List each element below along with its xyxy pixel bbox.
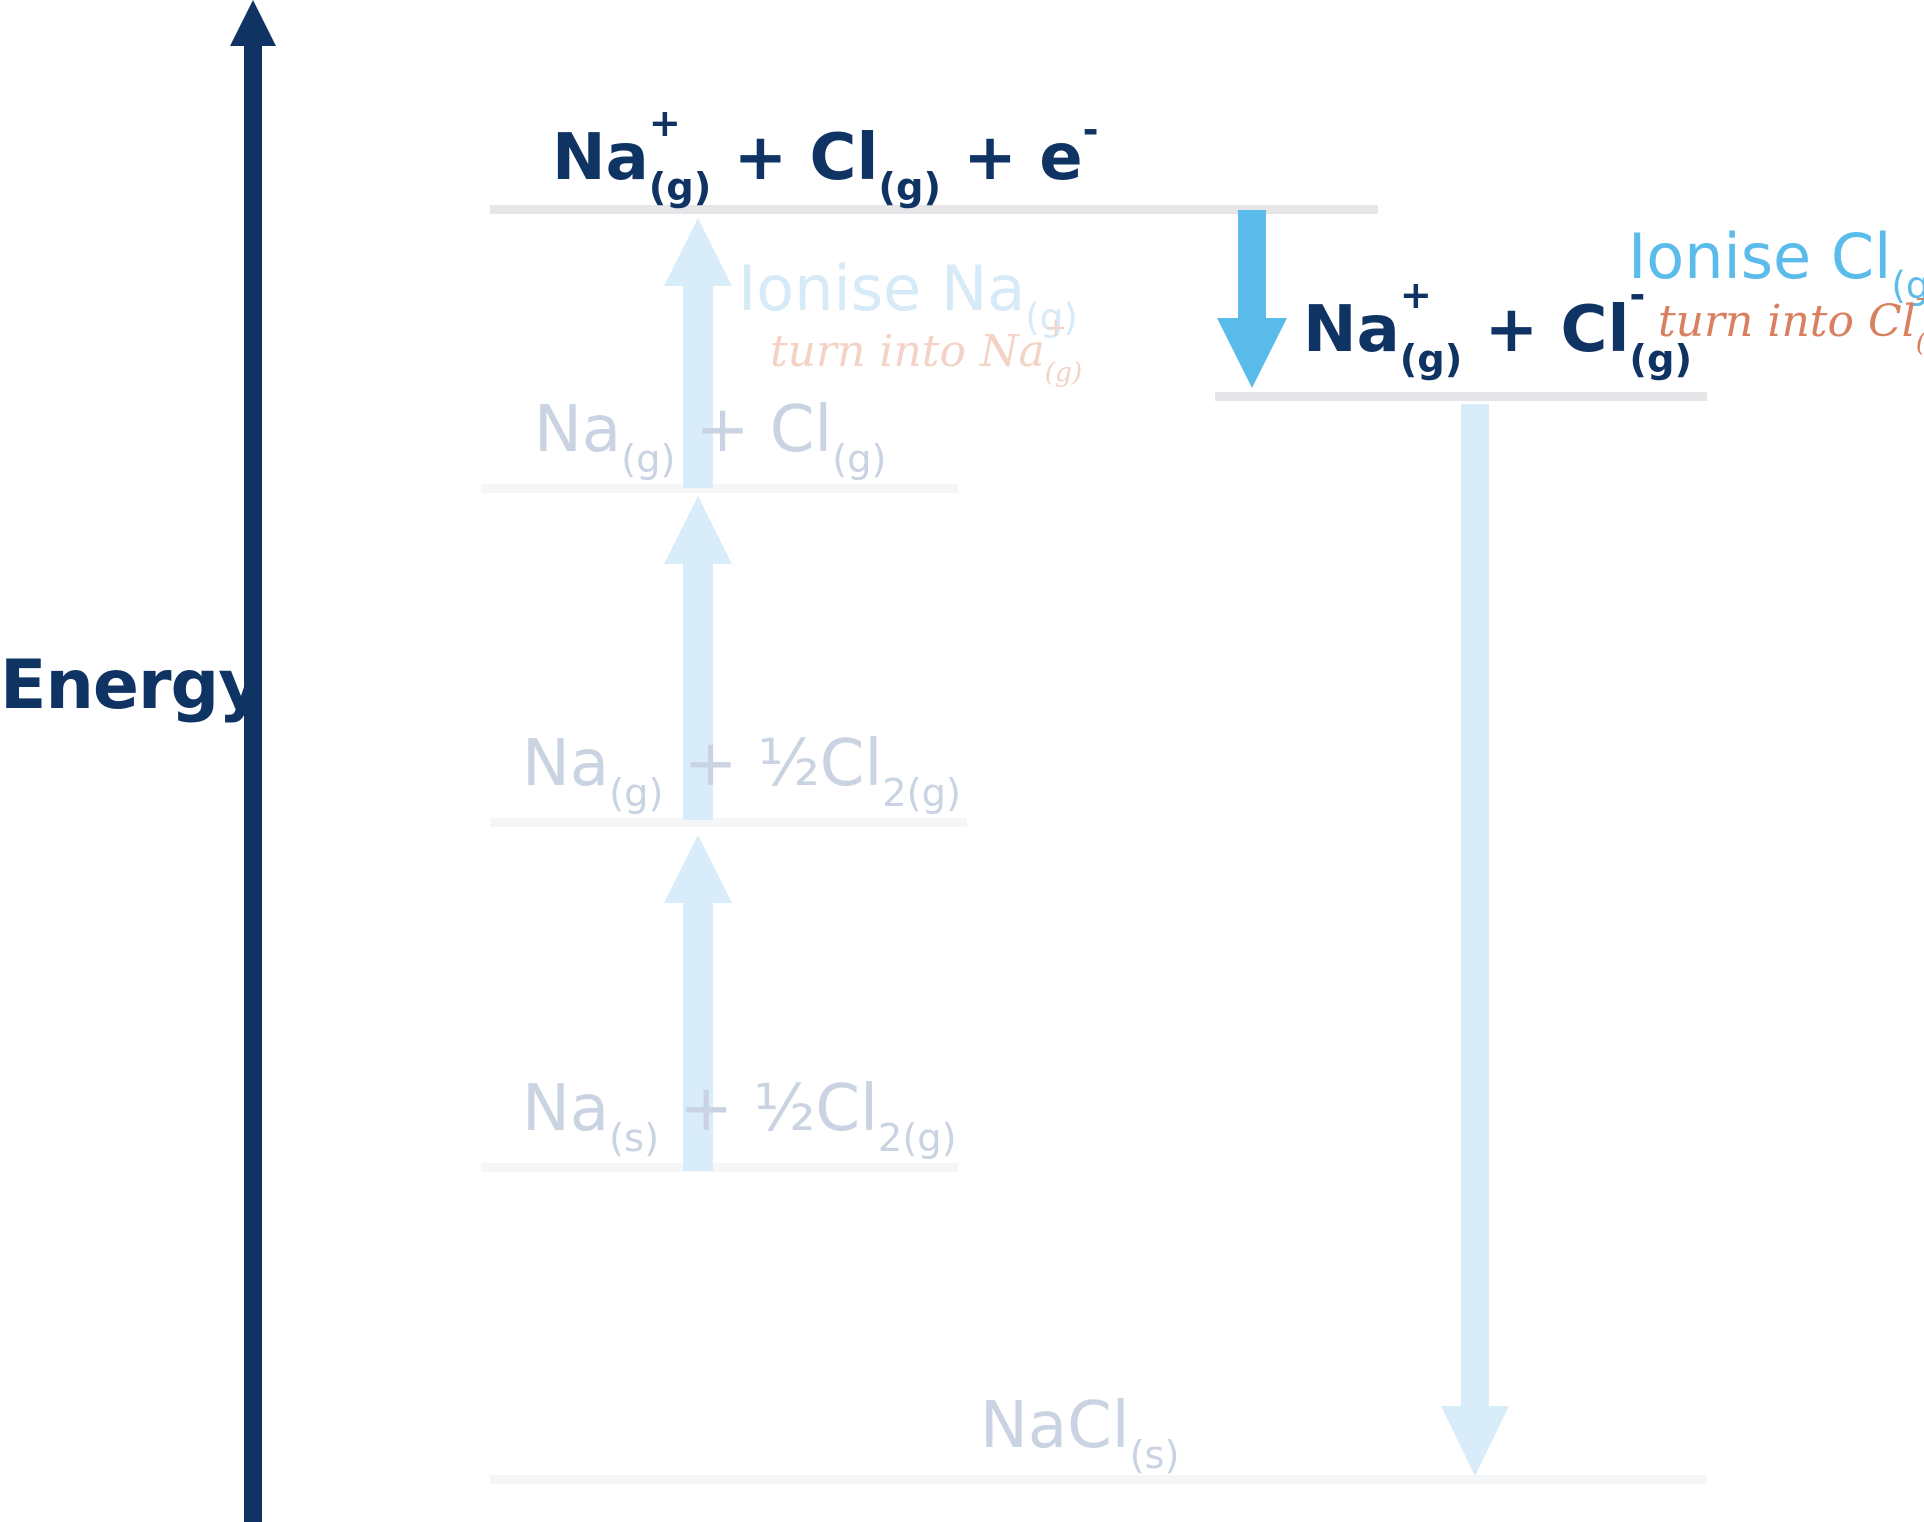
species-nacl: NaCl: [980, 1389, 1130, 1463]
level-label-product: NaCl(s): [980, 1394, 1180, 1475]
step-caption-ionise-cl: turn into Cl- (g): [1658, 285, 1924, 356]
ionise-cl-shaft: [1238, 210, 1266, 318]
charge-minus: -: [1915, 282, 1924, 314]
level-line-top: [490, 205, 1378, 214]
atomise-cl-shaft: [683, 564, 713, 820]
state-g: (g): [902, 1116, 957, 1162]
state-s: (s): [1129, 1433, 1180, 1479]
subscript-two: 2: [877, 1116, 903, 1162]
state-g: (g): [1025, 295, 1078, 340]
state-g: (g): [1916, 327, 1924, 358]
energy-axis-arrowhead: [230, 0, 276, 46]
step-title-text: Ionise Cl: [1628, 220, 1892, 293]
species-cl: Cl: [819, 727, 883, 801]
species-na: Na: [1303, 293, 1400, 367]
ionise-na-arrowhead: [664, 218, 732, 286]
level-line-atoms-gas: [481, 484, 958, 493]
energy-axis-arrow: [230, 0, 276, 1522]
plus-sign: +: [683, 727, 738, 801]
species-na: Na: [534, 393, 622, 467]
ionise-cl-arrow: [1217, 210, 1287, 388]
level-label-elements: Na(s) + ½Cl2(g): [522, 1077, 957, 1158]
energy-axis-shaft: [244, 40, 262, 1522]
step-title-text: Ionise Na: [738, 252, 1026, 325]
state-g: (g): [832, 437, 887, 483]
level-line-elements: [481, 1163, 958, 1172]
step-caption-ionise-na: turn into Na+ (g): [770, 315, 1082, 386]
charge-minus: -: [1629, 272, 1646, 318]
lattice-formation-shaft: [1461, 404, 1489, 1406]
subscript-two-gas: 2(g): [882, 771, 961, 816]
state-g: (g): [1629, 337, 1692, 383]
plus-sign: +: [695, 393, 750, 467]
species-electron: e: [1039, 121, 1083, 195]
state-g: (g): [648, 165, 712, 211]
lattice-formation-arrowhead: [1441, 1406, 1509, 1476]
charge-plus: +: [648, 100, 681, 146]
lattice-formation-arrow: [1441, 404, 1509, 1476]
ionise-na-arrow: [664, 218, 732, 488]
level-label-ions: Na+(g) + Cl-(g): [1303, 276, 1692, 379]
charge-minus: -: [1082, 107, 1099, 153]
subscript-two-gas: 2(g): [878, 1116, 957, 1161]
subscript-two: 2: [882, 771, 907, 817]
ionise-na-shaft: [683, 286, 713, 488]
level-label-top: Na+(g) + Cl(g) + e-: [552, 104, 1099, 207]
atomise-na-shaft: [683, 903, 713, 1171]
species-na: Na: [522, 727, 610, 801]
level-line-na-gas: [490, 818, 967, 827]
atomise-na-arrow: [664, 835, 732, 1171]
species-cl: Cl: [769, 393, 833, 467]
species-cl: Cl: [1560, 293, 1630, 367]
state-g: (g): [906, 771, 961, 817]
energy-axis-label: Energy: [0, 646, 263, 725]
species-na: Na: [552, 121, 649, 195]
level-line-product: [490, 1475, 1707, 1484]
step-caption-text: turn into Cl: [1658, 296, 1916, 347]
plus-sign: +: [963, 121, 1017, 195]
charge-plus: +: [1399, 272, 1432, 318]
state-g: (g): [621, 437, 676, 483]
state-g: (g): [609, 771, 664, 817]
half-coefficient: ½: [757, 727, 820, 801]
atomise-cl-arrow: [664, 496, 732, 820]
step-title-ionise-cl: Ionise Cl(g): [1628, 226, 1924, 305]
state-g: (g): [1399, 337, 1463, 383]
half-coefficient: ½: [753, 1072, 816, 1146]
state-g: (g): [1891, 263, 1924, 308]
charge-plus: +: [1044, 312, 1067, 344]
plus-sign: +: [1484, 293, 1539, 367]
level-line-ions: [1215, 392, 1707, 401]
plus-sign: +: [679, 1072, 734, 1146]
atomise-na-arrowhead: [664, 835, 732, 903]
ionise-cl-arrowhead: [1217, 318, 1287, 388]
state-g: (g): [878, 165, 941, 211]
level-label-na-gas: Na(g) + ½Cl2(g): [522, 732, 961, 813]
step-caption-text: turn into Na: [770, 326, 1045, 377]
state-g: (g): [1044, 356, 1083, 388]
species-na: Na: [522, 1072, 610, 1146]
step-title-ionise-na: Ionise Na(g): [738, 258, 1078, 337]
level-label-atoms-gas: Na(g) + Cl(g): [534, 398, 887, 479]
species-cl: Cl: [815, 1072, 878, 1146]
species-cl: Cl: [809, 121, 879, 195]
plus-sign: +: [733, 121, 788, 195]
state-s: (s): [609, 1116, 660, 1162]
atomise-cl-arrowhead: [664, 496, 732, 564]
